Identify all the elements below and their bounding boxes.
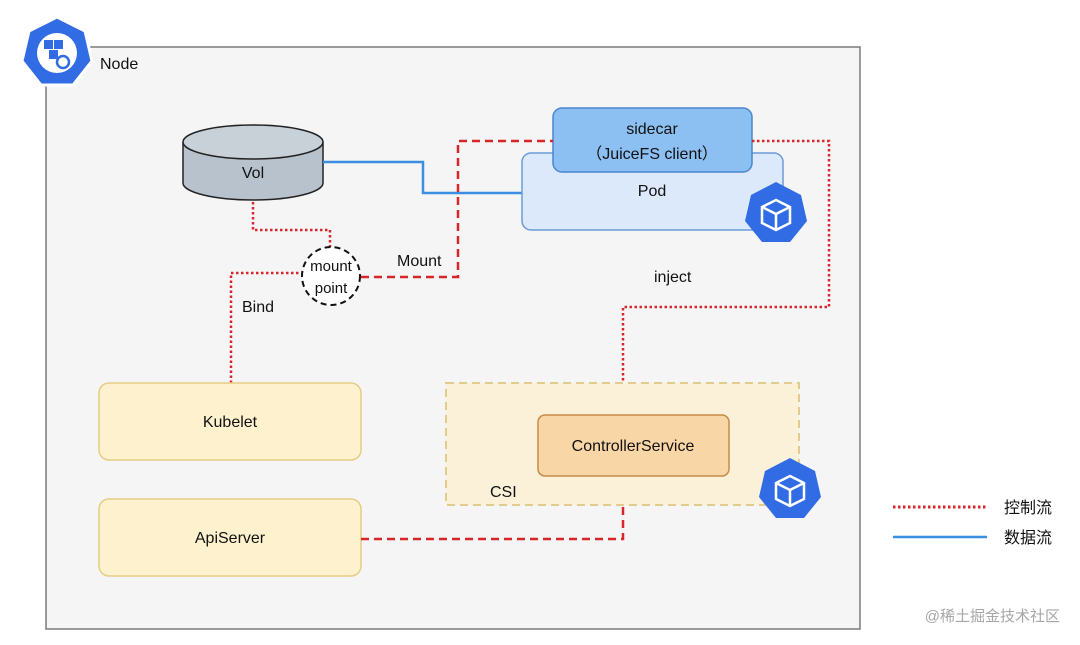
controller-service-box [537,414,730,477]
control-flow-apiserver-to-csi [361,505,625,541]
kubelet-label: Kubelet [203,414,258,431]
bind-edge-label: Bind [242,299,274,316]
legend-control-flow-label: 控制流 [1004,499,1052,517]
mount-point-label-line1: mount [310,258,353,275]
data-flow-vol-to-pod [323,160,522,195]
vol-label: Vol [242,165,264,182]
kubelet-box [98,382,362,461]
apiserver-label: ApiServer [195,530,266,547]
control-flow-vol-to-mountpoint [251,202,332,247]
controller-service-label: ControllerService [572,438,695,455]
control-flow-bind [229,271,300,383]
node-label: Node [100,56,138,73]
kubernetes-csi-icon [759,458,821,518]
mount-edge-label: Mount [397,253,442,270]
kubernetes-pod-icon [745,182,807,242]
sidecar-label-line1: sidecar [626,121,678,138]
control-flow-mount [361,139,553,279]
inject-edge-label: inject [654,269,692,286]
legend: 控制流 数据流 [893,499,1052,547]
apiserver-box [98,498,362,577]
kubernetes-node-icon [20,15,94,87]
legend-data-flow-label: 数据流 [1004,529,1052,547]
vol-cylinder [182,124,324,201]
csi-label: CSI [490,484,517,501]
pod-label: Pod [638,183,666,200]
mount-point-label-line2: point [315,280,348,297]
sidecar-label-line2: （JuiceFS client） [586,145,718,163]
mount-point-circle [301,246,361,306]
watermark: @稀土掘金技术社区 [925,608,1060,625]
control-flow-inject [621,139,831,383]
